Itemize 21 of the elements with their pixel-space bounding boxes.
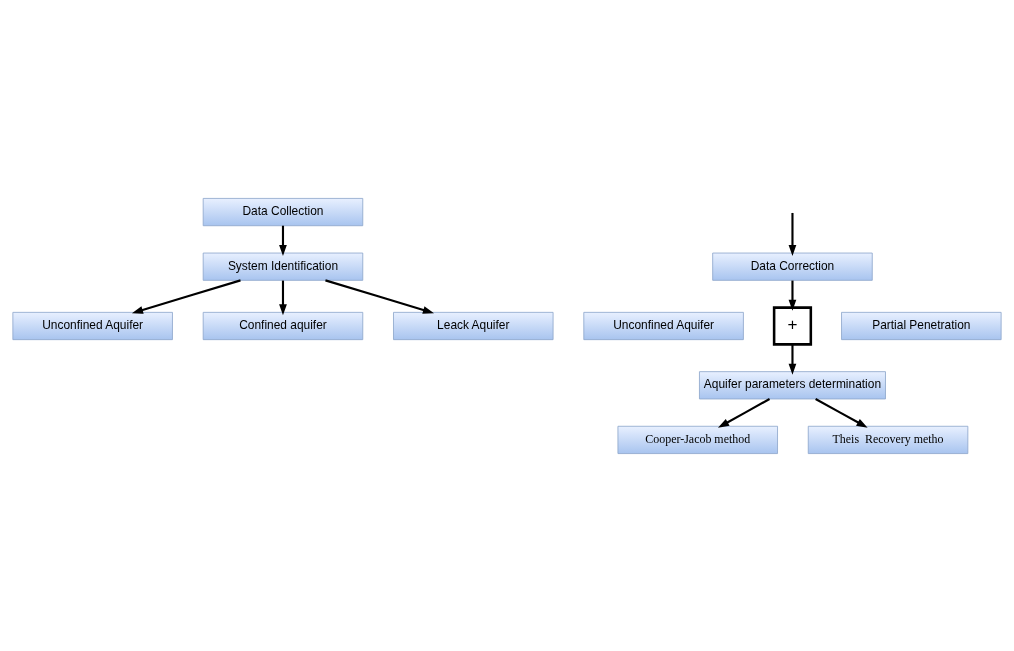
arrow xyxy=(788,212,797,256)
node-box: Unconfined Aquifer xyxy=(12,311,173,340)
node-box: Theis Recovery metho xyxy=(807,425,969,454)
node-box: Partial Penetration xyxy=(841,311,1002,340)
node-box: Cooper-Jacob method xyxy=(617,425,778,454)
node-box: Data Correction xyxy=(712,252,873,281)
arrow xyxy=(279,225,287,256)
arrow xyxy=(279,280,287,315)
arrow xyxy=(788,280,797,311)
node-box: Data Collection xyxy=(202,197,364,226)
arrow xyxy=(717,397,771,428)
node-box: Aquifer parameters determination xyxy=(699,370,886,399)
node-box: Leack Aquifer xyxy=(393,311,554,340)
node-box: + xyxy=(772,305,813,346)
node-box: Confined aquifer xyxy=(202,311,364,340)
arrow xyxy=(815,397,868,428)
arrow xyxy=(131,278,241,314)
node-box: Unconfined Aquifer xyxy=(583,311,744,340)
arrow xyxy=(325,278,434,314)
arrow xyxy=(788,343,797,375)
node-box: System Identification xyxy=(202,252,364,281)
